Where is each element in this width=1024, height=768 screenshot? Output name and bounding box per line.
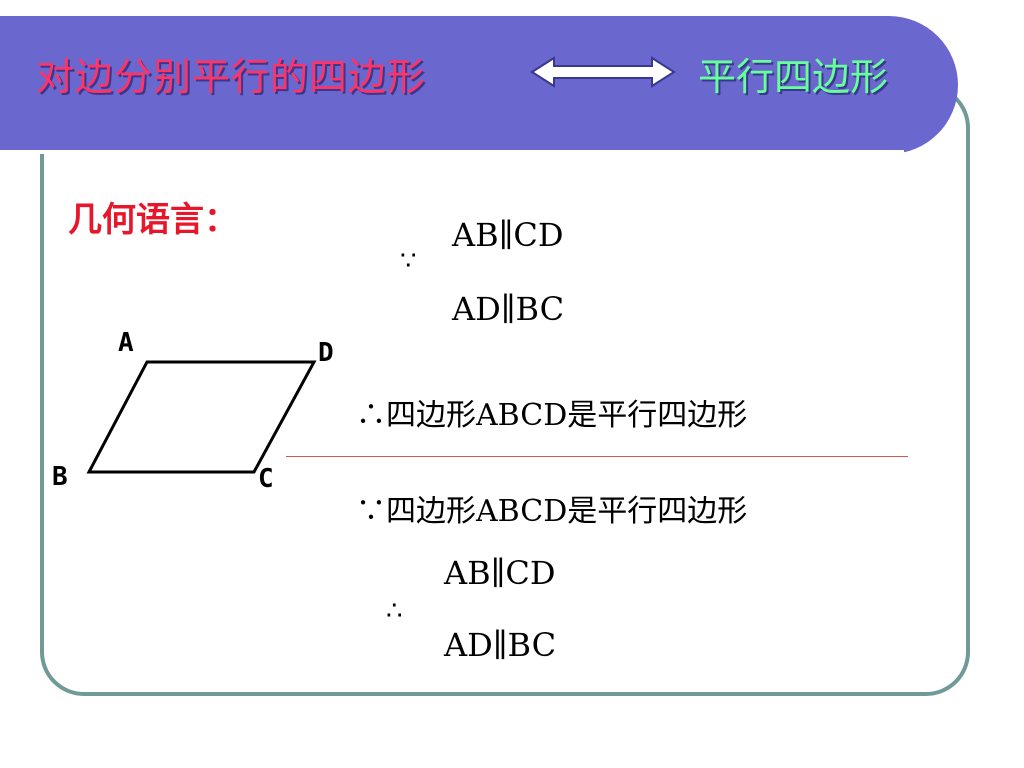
because-symbol: ∵ <box>400 246 417 276</box>
geometry-language-label: 几何语言： <box>68 200 238 240</box>
title-right-text: 平行四边形 <box>698 55 889 99</box>
therefore-symbol: ∴ <box>386 596 403 626</box>
conclusion-parallelogram: ∴四边形ABCD是平行四边形 <box>356 398 748 433</box>
ad-parallel-bc-2: AD∥BC <box>444 626 557 664</box>
banner-underline <box>0 150 904 154</box>
ab-parallel-cd-1: AB∥CD <box>452 216 564 254</box>
double-headed-arrow-icon <box>530 56 676 88</box>
vertex-c-label: C <box>258 464 274 494</box>
parallelogram-shape <box>86 360 317 474</box>
title-left-text: 对边分别平行的四边形 <box>36 55 427 99</box>
parallelogram-figure <box>86 360 317 474</box>
vertex-d-label: D <box>318 338 334 368</box>
ab-parallel-cd-2: AB∥CD <box>444 554 556 592</box>
premise-parallelogram: ∵四边形ABCD是平行四边形 <box>356 494 748 529</box>
title-banner <box>0 16 958 154</box>
vertex-a-label: A <box>118 328 134 358</box>
content-frame <box>40 84 970 696</box>
divider-line <box>286 456 908 457</box>
ad-parallel-bc-1: AD∥BC <box>452 290 565 328</box>
vertex-b-label: B <box>52 462 68 492</box>
